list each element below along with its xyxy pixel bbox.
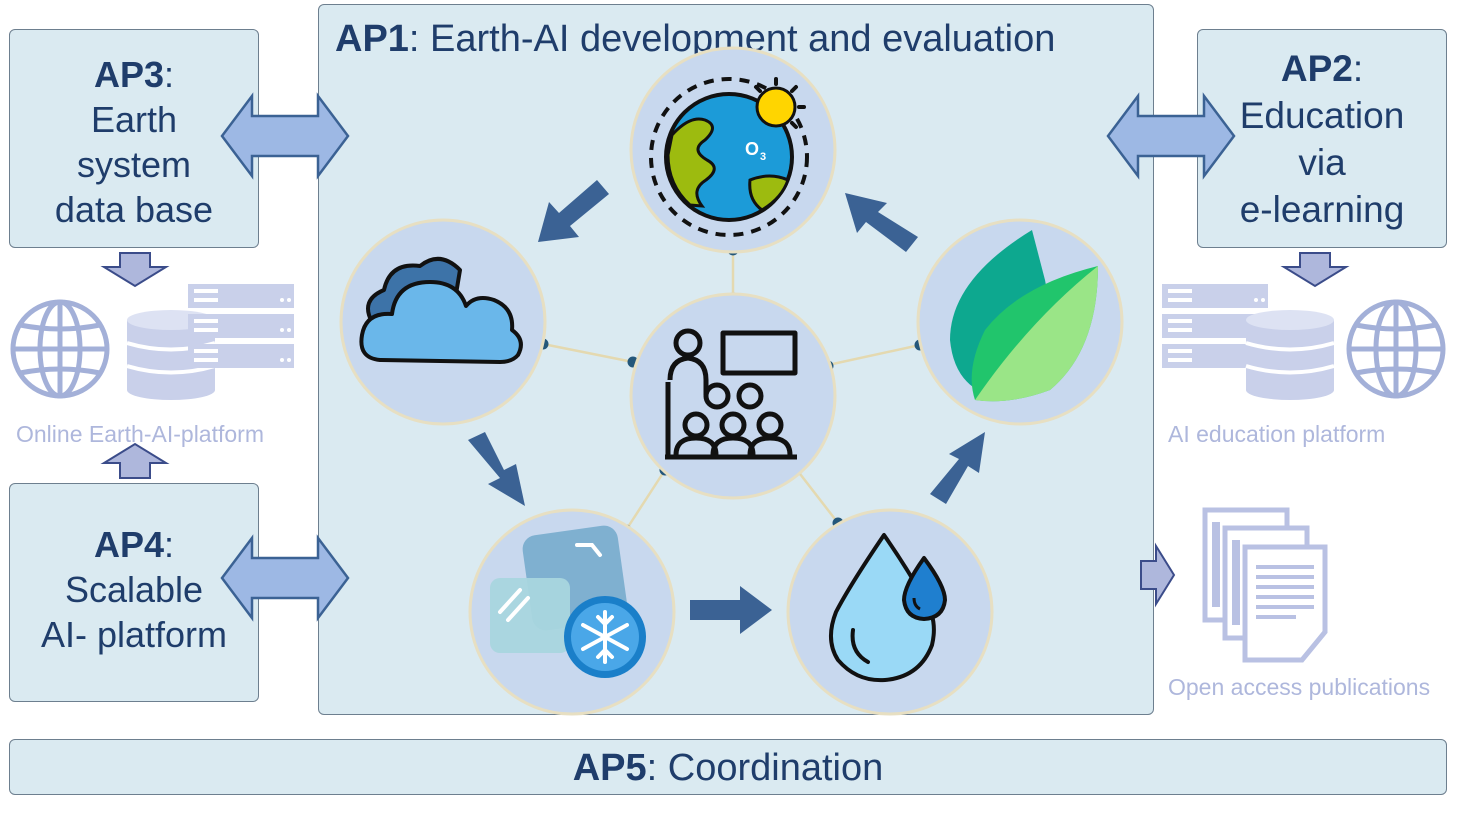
arrow-cloud-to-ice	[468, 432, 525, 506]
ap4-box: AP4: Scalable AI- platform	[9, 483, 259, 702]
ap2-line-3: e-learning	[1239, 189, 1405, 230]
ap3-ap1-double-arrow	[220, 92, 350, 180]
documents-icon	[1202, 507, 1328, 663]
ap4-line-1: Scalable	[64, 569, 204, 610]
globe-icon	[10, 299, 110, 399]
ap1-code: AP1	[335, 18, 409, 60]
arrow-water-to-leaf	[930, 432, 985, 504]
arrow-leaf-to-earth	[845, 193, 918, 252]
water-drop-icon	[829, 533, 947, 683]
ap3-down-arrow	[100, 252, 170, 288]
ap3-line-2: system	[76, 144, 191, 185]
ap5-box: AP5: Coordination	[9, 739, 1447, 795]
education-platform-label: AI education platform	[1168, 421, 1386, 447]
ap1-right-arrow	[1140, 542, 1176, 608]
ice-snowflake-icon	[490, 525, 646, 678]
ap2-down-arrow	[1280, 252, 1350, 288]
leaf-icon	[950, 230, 1098, 402]
ap2-line-1: Education	[1239, 95, 1405, 136]
arrow-earth-to-cloud	[538, 180, 609, 242]
cloud-icon	[359, 257, 523, 364]
database-icon	[1245, 310, 1335, 400]
ap3-code: AP3	[93, 54, 164, 95]
ap3-line-3: data base	[54, 189, 214, 230]
ap4-line-2: AI- platform	[40, 614, 228, 655]
globe-icon	[1346, 299, 1446, 399]
ap1-ap2-double-arrow	[1106, 92, 1236, 180]
svg-text:3: 3	[760, 151, 766, 163]
ap5-title: AP5: Coordination	[572, 747, 884, 789]
ap2-box: AP2: Education via e-learning	[1197, 29, 1447, 248]
open-access-label: Open access publications	[1168, 674, 1431, 700]
ap5-code: AP5	[572, 747, 647, 789]
team-presentation-icon	[665, 328, 798, 460]
earth-ozone-sun-icon: O 3	[649, 77, 809, 237]
svg-text:O: O	[745, 139, 759, 159]
ap2-code: AP2	[1280, 48, 1353, 89]
ap3-box: AP3: Earth system data base	[9, 29, 259, 248]
ap4-ap1-double-arrow	[220, 534, 350, 622]
ap4-code: AP4	[93, 524, 164, 565]
ap4-up-arrow	[100, 442, 170, 479]
cycle-arrows	[468, 180, 985, 634]
network-connectors	[542, 250, 921, 531]
ap3-line-1: Earth	[90, 99, 178, 140]
arrow-ice-to-water	[690, 586, 772, 634]
online-platform-label: Online Earth-AI-platform	[16, 421, 264, 447]
ap2-line-2: via	[1298, 142, 1346, 183]
server-rack-icon	[188, 284, 294, 368]
